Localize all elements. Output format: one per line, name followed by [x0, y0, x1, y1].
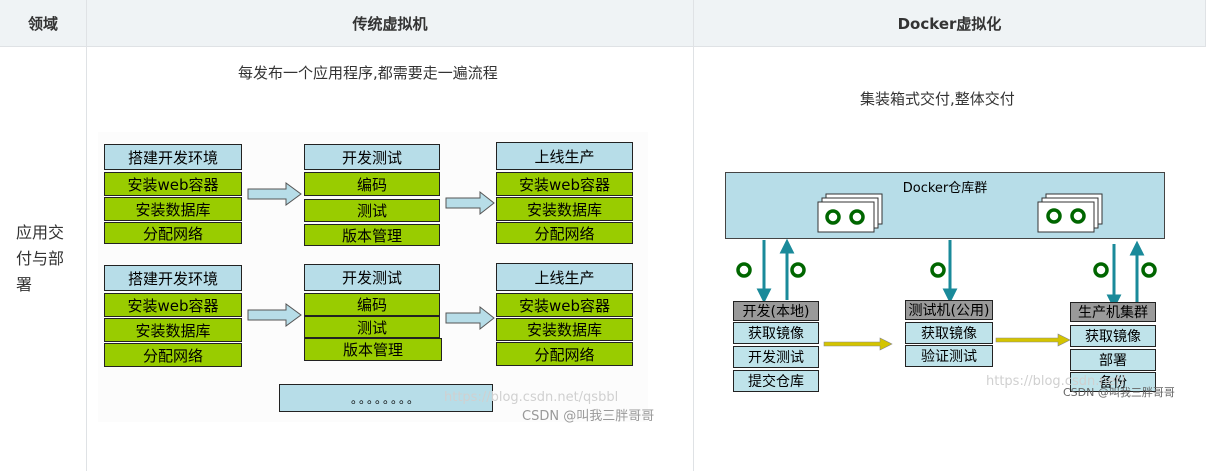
vm-stage-title: 搭建开发环境 [104, 144, 242, 170]
vm-stage-item: 分配网络 [496, 342, 633, 366]
docker-prod-item: 部署 [1070, 349, 1156, 371]
header-domain: 领域 [0, 0, 87, 47]
docker-prod-item: 获取镜像 [1070, 325, 1156, 347]
container-ring-icon [736, 262, 1157, 278]
container-ring-icon [825, 208, 1086, 225]
vm-stage-item: 安装数据库 [104, 318, 242, 342]
teal-arrows [756, 238, 1145, 310]
docker-test-item: 获取镜像 [905, 322, 993, 344]
docker-caption: 集装箱式交付,整体交付 [860, 90, 1015, 108]
row-label-cell: 应用交付与部署 [0, 47, 86, 471]
vm-stage-item: 安装web容器 [104, 172, 242, 196]
docker-prod-title: 生产机集群 [1070, 302, 1156, 322]
docker-repo-title: Docker仓库群 [902, 181, 988, 196]
vm-stage-title: 开发测试 [304, 144, 440, 170]
cell-vm [87, 47, 694, 471]
gold-arrows [823, 333, 1071, 351]
vm-more-box: 。。。。。。。。 [279, 384, 493, 412]
vm-stage-item: 版本管理 [304, 224, 440, 246]
vm-stage-item: 分配网络 [104, 222, 242, 244]
vm-stage-title: 搭建开发环境 [104, 265, 242, 291]
cell-domain [0, 47, 87, 471]
header-traditional-vm: 传统虚拟机 [87, 0, 694, 47]
docker-prod-item: 备份 [1070, 372, 1156, 392]
vm-stage-title: 上线生产 [496, 263, 633, 291]
row-label: 应用交付与部署 [16, 223, 65, 294]
vm-stage-item: 安装web容器 [496, 172, 633, 196]
vm-watermark-csdn: CSDN @叫我三胖哥哥 [522, 409, 655, 424]
vm-stage-title: 开发测试 [304, 264, 440, 291]
docker-watermark-url: https://blog.csdn.net/ [986, 374, 1126, 389]
docker-dev-item: 提交仓库 [733, 370, 819, 392]
vm-stage-item: 安装数据库 [496, 318, 633, 341]
header-docker: Docker虚拟化 [694, 0, 1206, 47]
vm-stage-item: 分配网络 [104, 343, 242, 367]
vm-stage-item: 安装web容器 [496, 293, 633, 317]
docker-dev-title: 开发(本地) [733, 301, 819, 321]
vm-stage-item: 安装数据库 [104, 197, 242, 221]
vm-stage-item: 编码 [304, 293, 440, 316]
docker-dev-item: 开发测试 [733, 346, 819, 368]
vm-flow-arrow [247, 182, 495, 331]
vm-watermark-url: https://blog.csdn.net/qsbbl [444, 390, 619, 405]
docker-test-title: 测试机(公用) [905, 300, 993, 320]
vm-stage-item: 安装web容器 [104, 293, 242, 317]
vm-stage-item: 分配网络 [496, 222, 633, 244]
vm-stage-title: 上线生产 [496, 142, 633, 170]
docker-watermark-csdn: CSDN @叫我三胖哥哥 [1063, 386, 1175, 399]
vm-stage-item: 安装数据库 [496, 197, 633, 221]
vm-stage-item: 编码 [304, 172, 440, 196]
vm-caption: 每发布一个应用程序,都需要走一遍流程 [238, 64, 498, 82]
docker-test-item: 验证测试 [905, 345, 993, 367]
vm-stage-item: 测试 [304, 316, 440, 338]
vm-stage-item: 版本管理 [304, 338, 442, 361]
vm-stage-item: 测试 [304, 199, 440, 222]
docker-dev-item: 获取镜像 [733, 322, 819, 344]
